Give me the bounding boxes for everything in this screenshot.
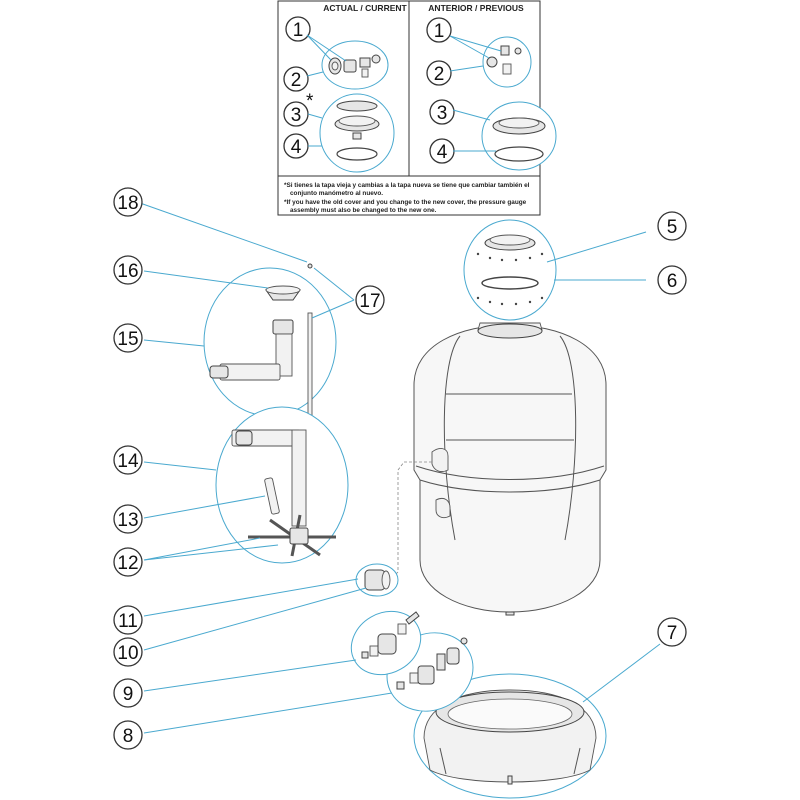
leader-8 [143,692,393,734]
callout-14: 14 [113,445,143,475]
leader-10 [143,587,367,651]
previous-header: ANTERIOR / PREVIOUS [428,3,524,13]
leader-11 [143,578,359,617]
callout-9: 9 [113,678,143,708]
svg-text:16: 16 [117,261,138,282]
svg-text:4: 4 [291,137,302,158]
current-cover [307,93,395,173]
current-callout-4: 4 [283,133,309,159]
note-es-line1: *Si tienes la tapa vieja y cambias a la … [284,182,530,189]
previous-callout-4: 4 [429,138,455,164]
union-fitting [355,563,399,597]
leader-15 [143,339,205,347]
svg-text:8: 8 [123,726,134,747]
leader-18 [139,202,308,263]
svg-text:12: 12 [117,553,138,574]
svg-text:4: 4 [437,142,448,163]
leader-17a [311,299,355,319]
callout-16: 16 [113,255,143,285]
svg-text:17: 17 [359,291,380,312]
leader-17b [313,267,355,301]
callout-6: 6 [657,265,687,295]
svg-text:3: 3 [437,103,448,124]
callout-5: 5 [657,211,687,241]
callout-13: 13 [113,504,143,534]
svg-text:11: 11 [118,611,138,632]
svg-text:10: 10 [117,643,138,664]
lateral-assembly [215,406,349,564]
comparison-box: ACTUAL / CURRENT ANTERIOR / PREVIOUS 1 2… [277,0,557,216]
previous-callout-1: 1 [426,17,452,43]
svg-text:1: 1 [434,21,445,42]
leader-lines [139,202,661,734]
svg-text:18: 18 [117,193,138,214]
svg-text:1: 1 [293,20,304,41]
tank-base [413,673,607,799]
leader-12a [143,537,261,561]
previous-callout-3: 3 [429,99,455,125]
callout-8: 8 [113,720,143,750]
leader-7 [582,643,661,703]
svg-text:13: 13 [117,510,138,531]
leader-13 [143,495,266,519]
callout-15: 15 [113,323,143,353]
previous-callout-2: 2 [426,60,452,86]
valve-assembly-9 [350,610,422,676]
filter-tank [380,322,607,616]
leader-9 [143,659,357,692]
svg-text:6: 6 [667,271,678,292]
svg-text:14: 14 [117,451,139,472]
svg-text:2: 2 [434,64,445,85]
note-es-line2: conjunto manómetro al nuevo. [290,190,383,197]
current-header: ACTUAL / CURRENT [323,3,407,13]
svg-text:7: 7 [667,623,678,644]
current-callout-2: 2 [283,66,309,92]
leader-5 [546,231,647,263]
current-gauge-assembly [306,34,389,90]
callout-12: 12 [113,547,143,577]
svg-text:9: 9 [123,684,134,705]
cover-assembly [463,219,557,321]
previous-cover [452,101,557,171]
svg-text:15: 15 [117,329,138,350]
svg-text:2: 2 [291,70,302,91]
callout-17: 17 [355,285,385,315]
current-callout-3-asterisk: * [306,91,314,112]
callout-18: 18 [113,187,143,217]
note-en-line1: *If you have the old cover and you chang… [284,199,527,206]
previous-gauge-assembly [449,35,532,88]
svg-text:3: 3 [291,105,302,126]
callout-7: 7 [657,617,687,647]
current-callout-1: 1 [285,16,311,42]
callout-10: 10 [113,637,143,667]
leader-14 [143,461,217,471]
callout-11: 11 [113,605,143,635]
leader-12b [143,544,279,561]
leader-16 [143,270,269,289]
svg-text:5: 5 [667,217,678,238]
upper-diffuser-assembly [203,267,337,417]
note-en-line2: assembly must also be changed to the new… [290,207,437,214]
